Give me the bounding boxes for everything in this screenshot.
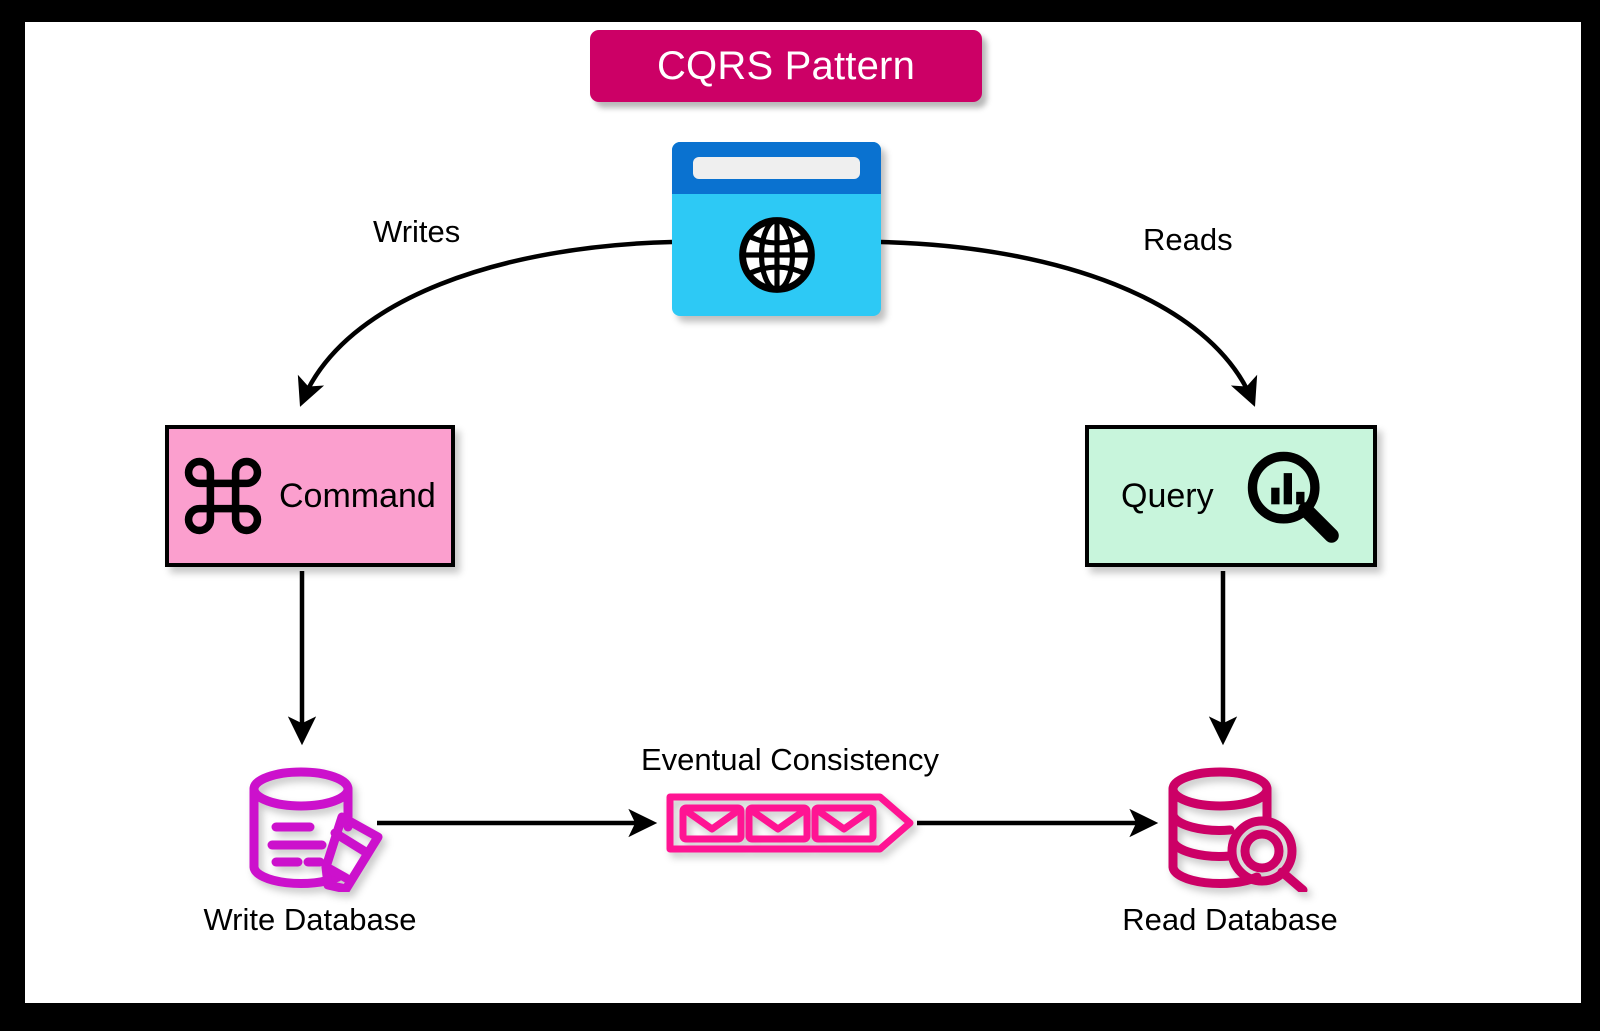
browser-window (672, 142, 881, 316)
page-title: CQRS Pattern (656, 44, 916, 88)
command-key-icon (184, 457, 262, 535)
message-queue-label: Eventual Consistency (640, 742, 940, 777)
query-node[interactable]: Query (1085, 425, 1377, 567)
read-database-node[interactable] (1158, 757, 1318, 895)
globe-icon (738, 217, 815, 293)
database-magnifier-icon (1168, 767, 1308, 895)
read-database-label: Read Database (1122, 902, 1338, 937)
database-pencil-icon (249, 767, 383, 894)
browser-titlebar (672, 142, 881, 194)
edge-browser-to-command (297, 239, 673, 407)
edge-label-writes: Writes (373, 214, 461, 249)
diagram-frame: CQRS Pattern Writes Reads (25, 22, 1581, 1003)
edge-label-reads: Reads (1143, 222, 1233, 257)
command-label: Command (279, 476, 436, 515)
diagram-title-banner: CQRS Pattern (590, 30, 982, 102)
command-node[interactable]: Command (165, 425, 455, 567)
browser-node[interactable] (672, 142, 881, 316)
message-queue-node[interactable] (665, 792, 915, 854)
connector-layer (287, 239, 1258, 838)
write-database-node[interactable] (238, 757, 398, 894)
magnifier-barchart-icon (1247, 451, 1339, 543)
edge-browser-to-query (880, 239, 1258, 407)
envelope-queue-icon (666, 793, 914, 853)
query-label: Query (1121, 476, 1214, 515)
browser-content (672, 194, 881, 316)
browser-address-bar[interactable] (692, 157, 861, 179)
write-database-label: Write Database (203, 902, 417, 937)
